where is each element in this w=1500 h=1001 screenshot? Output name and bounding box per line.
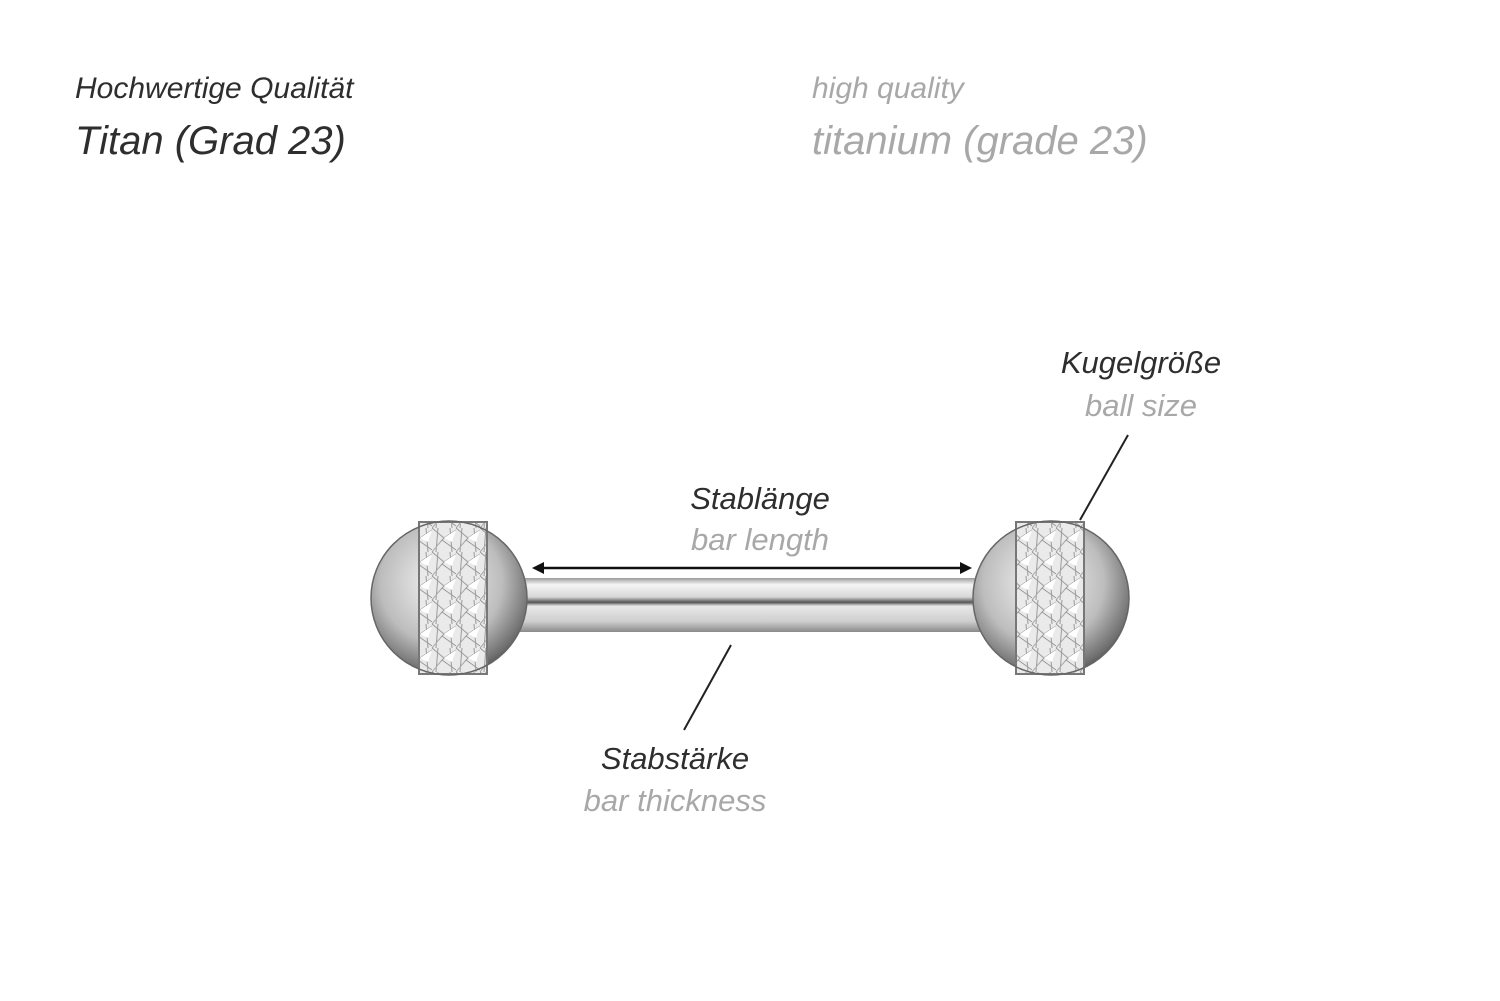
- material-label-en: titanium (grade 23): [812, 119, 1148, 163]
- quality-label-en: high quality: [812, 72, 964, 105]
- left-ball: [370, 520, 528, 676]
- ball-size-label-en: ball size: [1085, 388, 1197, 423]
- bar-length-label-de: Stablänge: [690, 481, 830, 516]
- right-ball: [972, 520, 1130, 676]
- ball-size-label-de: Kugelgröße: [1060, 345, 1222, 380]
- bar-length-label-en: bar length: [691, 522, 829, 557]
- bar-thickness-label-en: bar thickness: [583, 783, 767, 818]
- bar-length-arrow: [532, 562, 972, 574]
- material-label-de: Titan (Grad 23): [75, 119, 346, 163]
- bar-thickness-leader-line: [683, 644, 732, 731]
- ball-size-leader-line: [1079, 434, 1129, 521]
- bar-thickness-label-de: Stabstärke: [600, 741, 750, 776]
- quality-label-de: Hochwertige Qualität: [75, 72, 354, 105]
- bar: [520, 578, 980, 632]
